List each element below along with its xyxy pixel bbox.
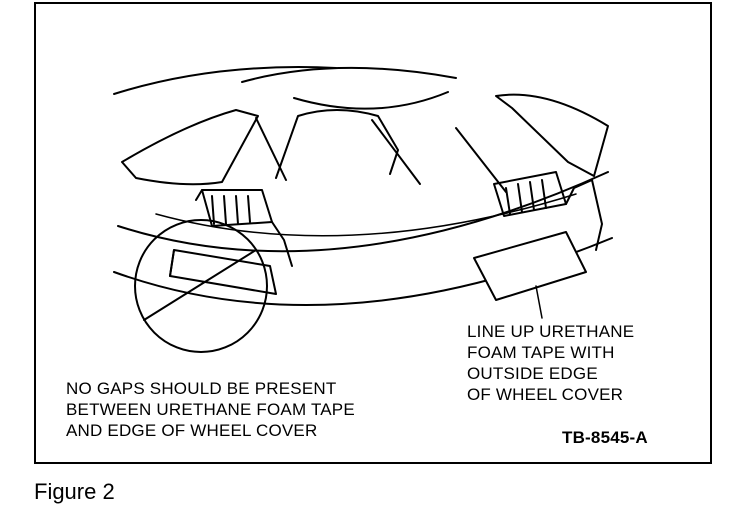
spoke-line-2 [371, 119, 421, 185]
hub-arc-outer [113, 66, 337, 95]
line-up-tape-note: LINE UP URETHANE FOAM TAPE WITH OUTSIDE … [467, 322, 635, 404]
retaining-clip-left [195, 189, 293, 267]
wheel-cover-rim-line [155, 193, 577, 237]
no-gaps-note: NO GAPS SHOULD BE PRESENT BETWEEN URETHA… [66, 379, 355, 440]
spoke-window-right [495, 93, 609, 177]
foam-tape-right [473, 231, 587, 301]
leader-line-right [535, 285, 543, 319]
prohibition-circle [134, 219, 268, 353]
foam-tape-left-edge [169, 249, 175, 277]
hub-arc-inner [241, 66, 457, 83]
retaining-clip-right [493, 171, 603, 251]
spoke-line-3 [455, 127, 507, 193]
figure-caption: Figure 2 [34, 479, 115, 504]
wheel-cover-illustration [113, 66, 613, 353]
spoke-window-left [121, 109, 259, 186]
spoke-line-1 [255, 117, 287, 181]
hub-arc-center [293, 91, 449, 110]
prohibition-slash [143, 249, 257, 321]
wheel-cover-rim-inner [117, 171, 609, 253]
reference-code: TB-8545-A [562, 428, 648, 447]
figure-frame: NO GAPS SHOULD BE PRESENT BETWEEN URETHA… [34, 2, 712, 464]
spoke-window-center [275, 109, 399, 179]
